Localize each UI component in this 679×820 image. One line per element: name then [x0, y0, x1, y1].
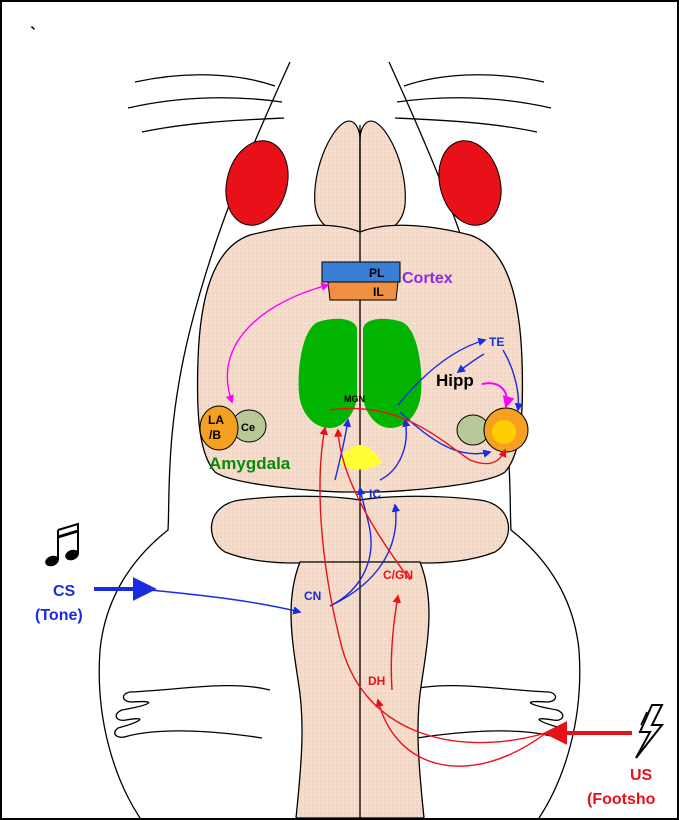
ic-label: IC	[369, 487, 381, 501]
cortex-label: Cortex	[402, 270, 453, 287]
hipp-highlight	[492, 420, 516, 444]
hipp-label: Hipp	[436, 371, 474, 390]
pl-region	[322, 262, 400, 282]
thalamus-right	[363, 319, 421, 428]
mgn-label: MGN	[344, 394, 365, 404]
dh-label: DH	[368, 674, 385, 688]
footshock-label: (Footsho	[587, 791, 656, 808]
tone-label: (Tone)	[35, 607, 83, 624]
us-label: US	[630, 767, 653, 784]
la-label: LA	[208, 413, 224, 427]
b-label: /B	[209, 428, 221, 442]
amygdala-label: Amygdala	[209, 454, 291, 473]
te-label: TE	[489, 335, 504, 349]
ce-label: Ce	[241, 422, 255, 434]
pl-label: PL	[369, 266, 384, 280]
thalamus-left	[299, 319, 357, 428]
il-label: IL	[373, 285, 384, 299]
cs-label: CS	[53, 583, 76, 600]
stray-mark: `	[30, 24, 36, 44]
cn-label: CN	[304, 589, 321, 603]
cgn-label: C/GN	[383, 568, 413, 582]
il-region	[328, 282, 398, 300]
